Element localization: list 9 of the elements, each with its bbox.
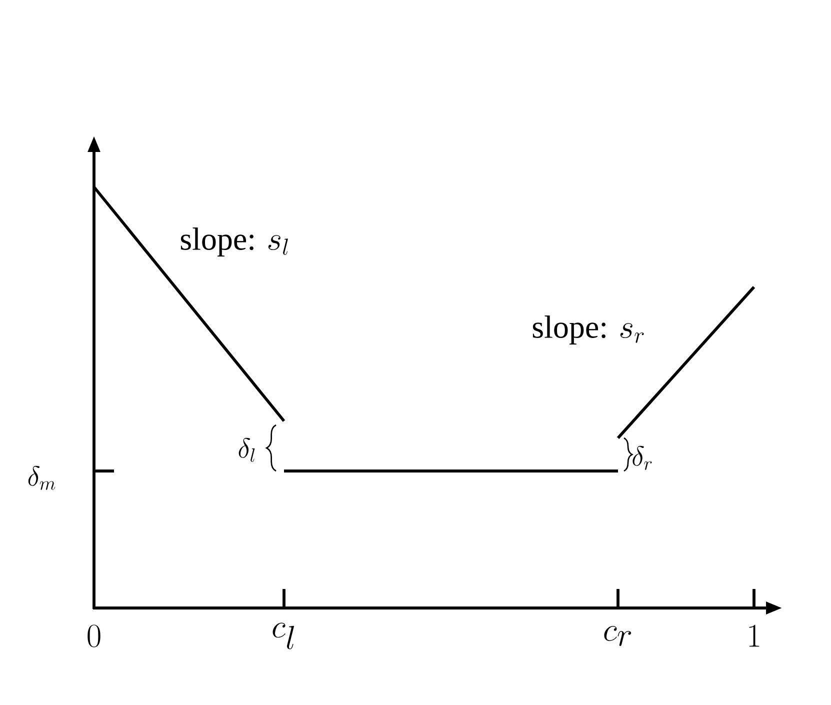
brace-label: $\delta_r$: [632, 446, 652, 470]
slope-label: $\mbox{slope: } s_l$: [180, 227, 288, 256]
slope-label: $\mbox{slope: } s_r$: [532, 315, 644, 344]
axis-label: $\delta_m$: [28, 466, 56, 490]
tick-label: $1$: [749, 624, 760, 647]
brace-label: $\delta_l$: [238, 438, 255, 462]
tick-label: $c_l$: [272, 622, 294, 650]
tick-label: $0$: [88, 624, 100, 648]
tick-label: $c_r$: [604, 626, 632, 646]
